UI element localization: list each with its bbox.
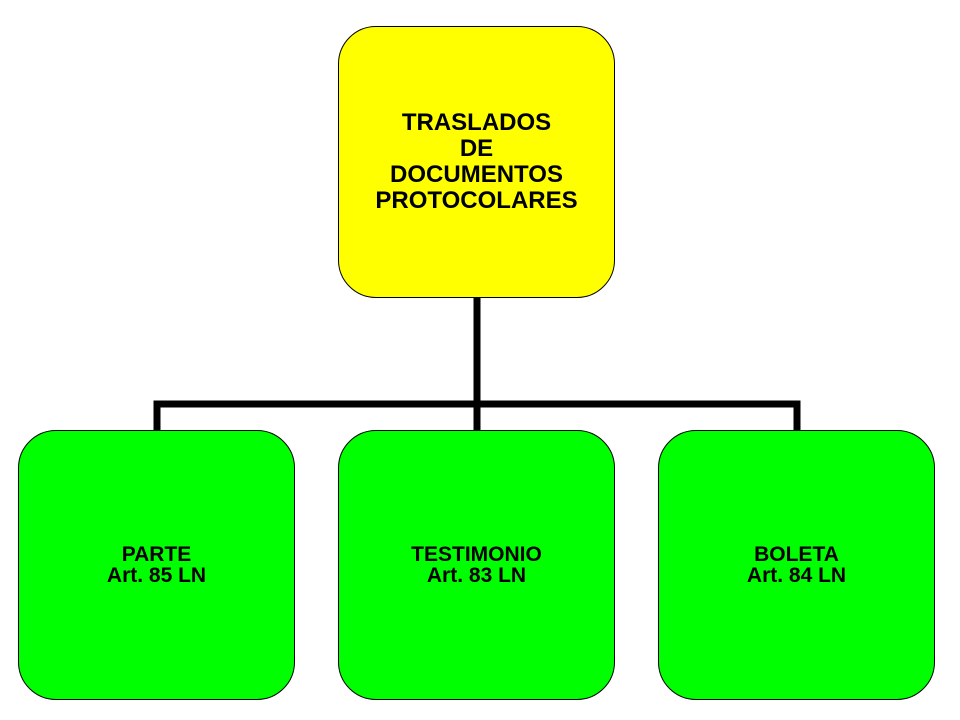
root-label-line-3: DOCUMENTOS [390,161,563,188]
child-node-testimonio-text: TESTIMONIO Art. 83 LN [411,544,542,586]
root-label-line-2: DE [459,135,494,162]
child-boleta-title: BOLETA [754,543,839,566]
child-testimonio-title: TESTIMONIO [411,543,542,566]
child-parte-article: Art. 85 LN [106,564,207,587]
child-node-parte: PARTE Art. 85 LN [18,430,295,700]
root-node-text: TRASLADOS DE DOCUMENTOS PROTOCOLARES [375,110,577,214]
child-node-boleta: BOLETA Art. 84 LN [658,430,935,700]
child-boleta-article: Art. 84 LN [746,564,847,587]
child-node-testimonio: TESTIMONIO Art. 83 LN [338,430,615,700]
root-label-line-4: PROTOCOLARES [375,187,578,214]
child-testimonio-article: Art. 83 LN [426,564,527,587]
child-node-parte-text: PARTE Art. 85 LN [107,544,206,586]
child-node-boleta-text: BOLETA Art. 84 LN [747,544,846,586]
root-node-traslados: TRASLADOS DE DOCUMENTOS PROTOCOLARES [338,26,615,298]
root-label-line-1: TRASLADOS [401,109,552,136]
child-parte-title: PARTE [121,543,192,566]
